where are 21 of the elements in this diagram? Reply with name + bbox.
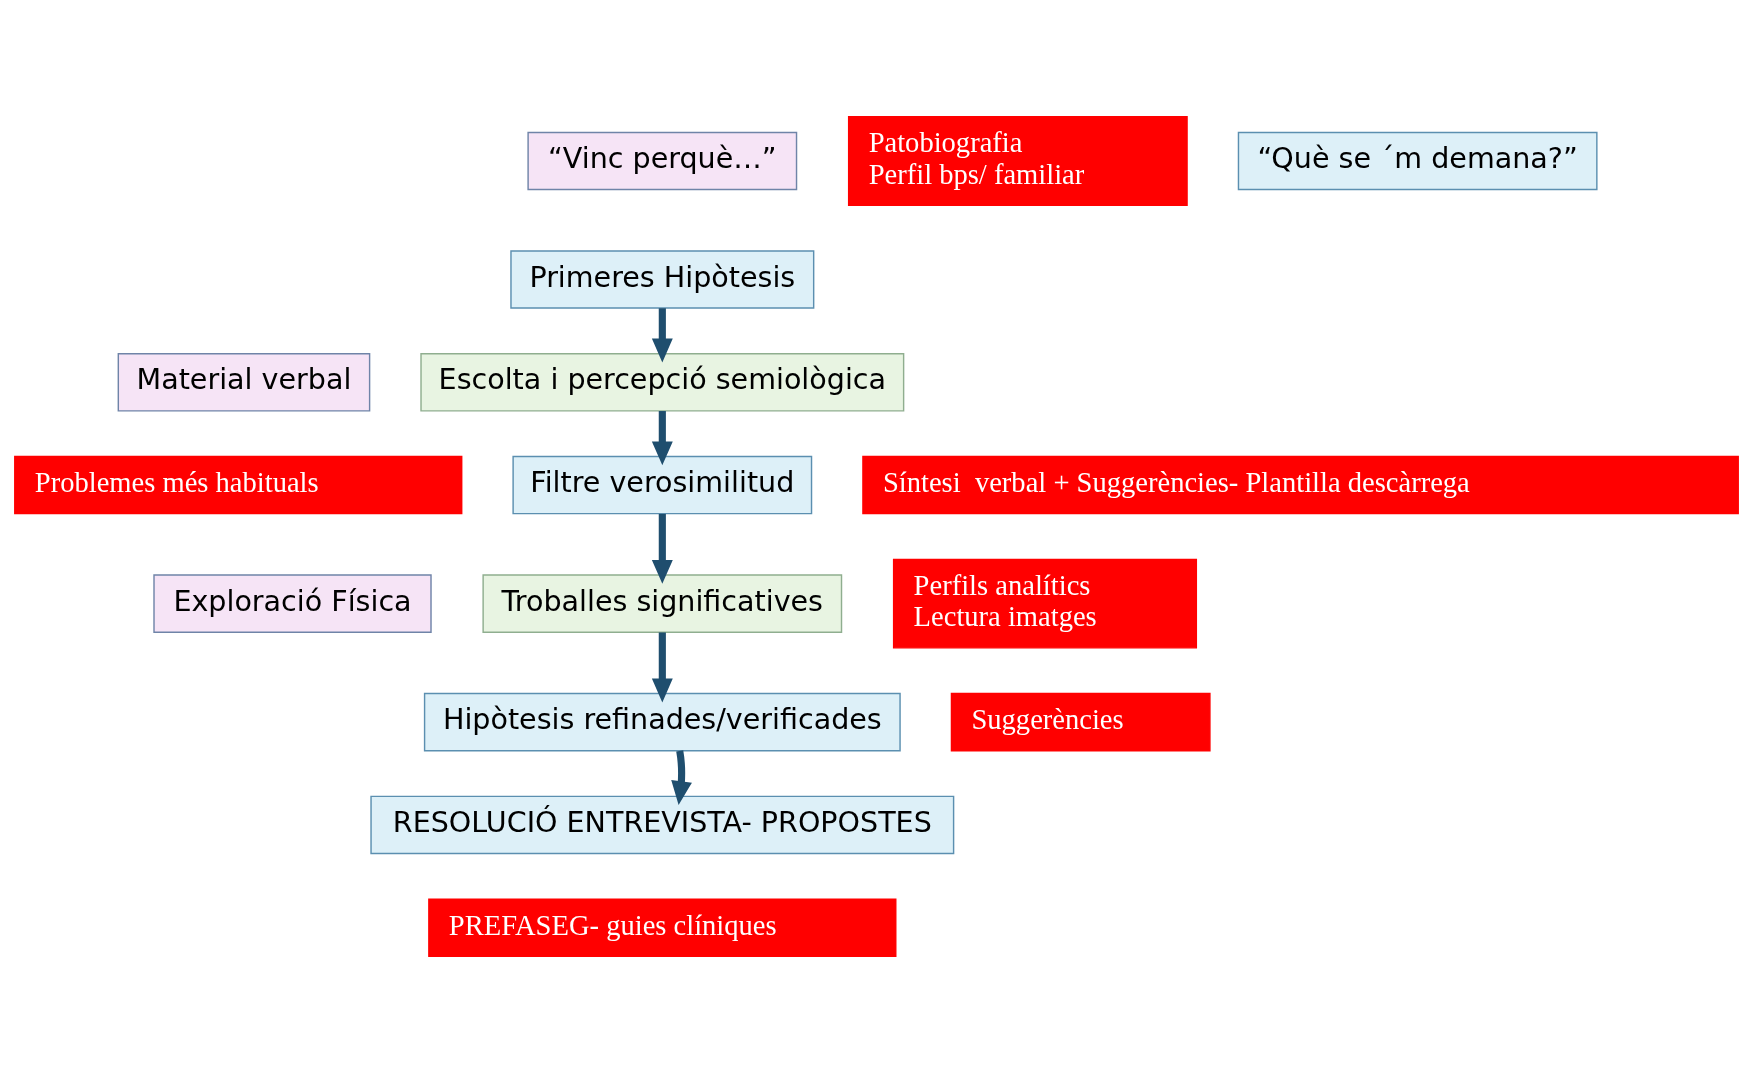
node-box: “Què se ´m demana?” — [1237, 131, 1598, 190]
node-box: Problemes més habituals — [13, 455, 462, 514]
node-box: Síntesi verbal + Suggerències- Plantilla descàrrega — [861, 455, 1739, 514]
arrow — [651, 410, 673, 465]
arrow — [651, 513, 673, 584]
node-box: Primeres Hipòtesis — [509, 249, 814, 309]
node-box: Suggerències — [950, 692, 1211, 751]
arrow — [651, 631, 673, 702]
node-box: Filtre verosimilitud — [511, 455, 812, 514]
node-box: Hipòtesis refinades/verificades — [423, 692, 901, 751]
node-box: Material verbal — [117, 352, 370, 412]
node-box: Exploració Física — [152, 573, 432, 633]
node-box: PREFASEG- guies clíniques — [427, 897, 896, 957]
node-box: “Vinc perquè…” — [526, 131, 797, 190]
arrow — [670, 749, 692, 805]
arrow — [651, 307, 673, 362]
node-box: Patobiografia Perfil bps/ familiar — [847, 115, 1188, 206]
node-box: Troballes significatives — [481, 573, 842, 633]
node-box: RESOLUCIÓ ENTREVISTA- PROPOSTES — [369, 795, 954, 854]
node-box: Escolta i percepció semiològica — [419, 352, 904, 412]
node-box: Perfils analítics Lectura imatges — [892, 558, 1197, 649]
